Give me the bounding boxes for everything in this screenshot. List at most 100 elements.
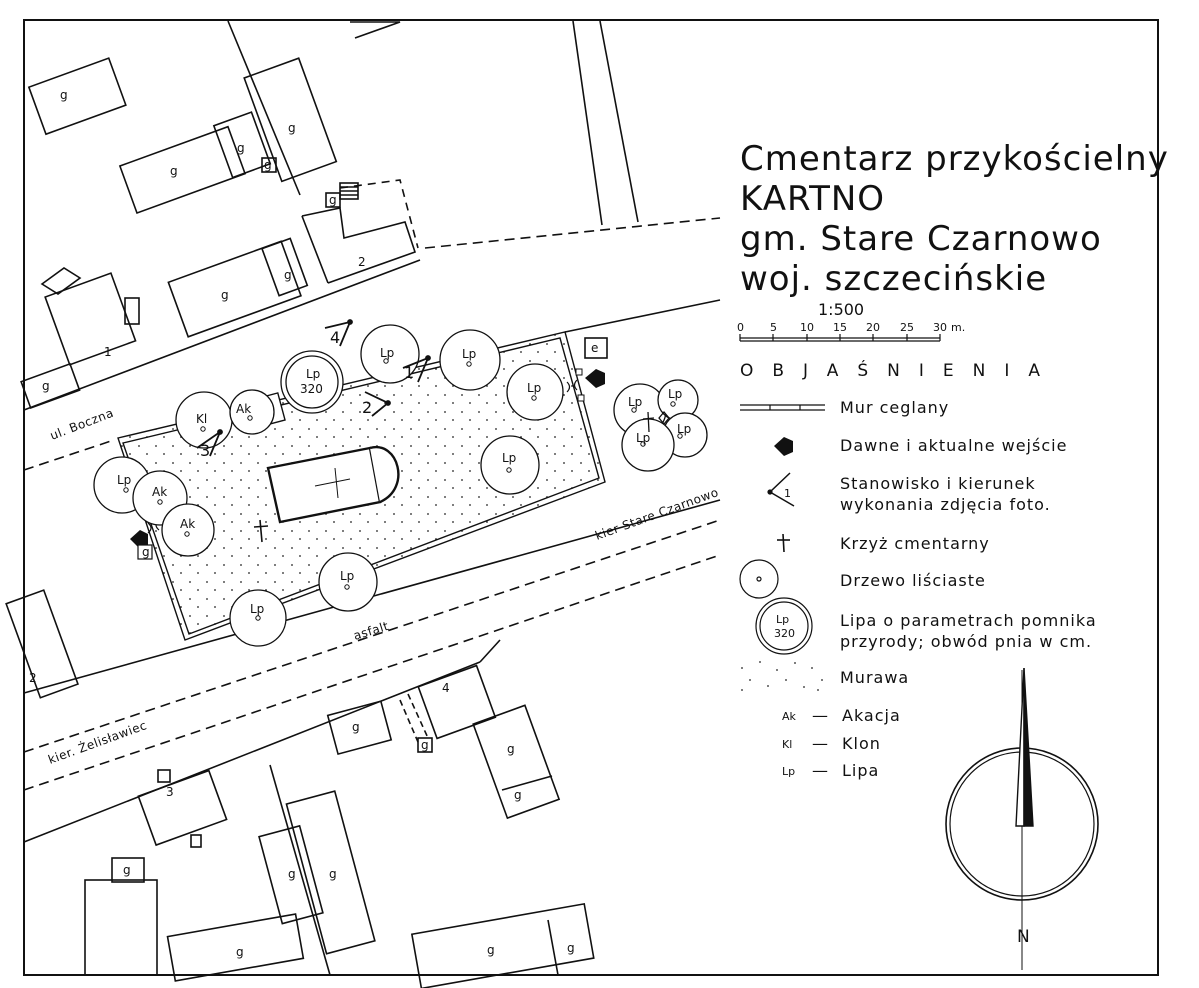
building-label: g	[329, 193, 337, 207]
building-label: g	[329, 867, 337, 881]
map-linework	[5, 20, 721, 988]
building	[212, 111, 272, 179]
legend-cross-icon	[777, 533, 790, 553]
street-label-zelislawiec: kier. Żelisławiec	[46, 717, 149, 767]
building	[410, 902, 595, 988]
abbr-dash: —	[812, 761, 829, 780]
building	[472, 704, 561, 820]
street-label-stare-czarnowo: kier Stare Czarnowo	[593, 485, 720, 543]
entrance-arrow	[130, 530, 148, 549]
tree	[480, 435, 540, 495]
tree-label: Lp	[380, 346, 394, 360]
road-edge	[23, 661, 481, 843]
church-cross	[334, 467, 339, 499]
building	[258, 824, 324, 925]
building	[261, 157, 277, 173]
legend-tree-icon	[739, 559, 779, 599]
street-edge	[572, 20, 603, 226]
building	[111, 857, 145, 883]
building-label: g	[567, 941, 575, 955]
church-apse	[369, 445, 400, 504]
building	[27, 57, 127, 136]
map-title-line3: gm. Stare Czarnowo	[740, 219, 1102, 259]
tree-trunks	[123, 358, 683, 621]
photo-station-number: 1	[404, 363, 414, 382]
building-label: g	[514, 788, 522, 802]
legend-label-cross: Krzyż cmentarny	[840, 534, 990, 553]
building	[326, 700, 393, 756]
building-labels: g g g g g g 2 g g 1 g e g 2 4 g g g g 3 …	[29, 88, 598, 959]
path	[399, 699, 419, 743]
street-edge	[564, 299, 721, 333]
cemetery	[117, 331, 606, 641]
yard-boundary	[339, 179, 419, 249]
building-label: g	[42, 379, 50, 393]
street-edge	[23, 259, 421, 411]
legend-label-monument-2: przyrody; obwód pnia w cm.	[840, 632, 1092, 651]
building-label: e	[591, 341, 598, 355]
legend-label-tree: Drzewo liściaste	[840, 571, 986, 590]
legend-monument-species: Lp	[776, 613, 789, 626]
map-title-line2: KARTNO	[740, 179, 885, 219]
building	[325, 192, 341, 208]
tree-label: Ak	[180, 517, 195, 531]
tree-label: Ak	[236, 402, 251, 416]
tree-label: Kl	[196, 412, 207, 426]
street-edge	[23, 439, 115, 471]
building	[350, 21, 401, 39]
road-edge	[23, 554, 721, 791]
abbr-code: Kl	[782, 738, 792, 751]
building	[167, 240, 302, 338]
wall-post	[577, 394, 585, 402]
abbr-name: Lipa	[842, 761, 879, 780]
legend-monument-girth: 320	[774, 627, 795, 640]
building	[20, 362, 81, 410]
tree-label: Lp	[340, 569, 354, 583]
wall-post	[575, 368, 583, 376]
scale-tick: 15	[833, 321, 847, 334]
building	[44, 272, 137, 366]
cemetery-cross	[253, 519, 269, 543]
abbr-code: Lp	[782, 765, 795, 778]
tree-label: Lp	[677, 422, 691, 436]
stairs	[190, 834, 202, 848]
tree-label: 320	[300, 382, 323, 396]
building-label: g	[487, 943, 495, 957]
scale-bar	[739, 334, 941, 342]
building	[285, 790, 376, 955]
street-edge	[424, 217, 721, 249]
building	[5, 589, 79, 699]
legend-symbols	[739, 404, 825, 655]
tree-label: Lp	[636, 431, 650, 445]
building	[137, 544, 153, 560]
street-edge	[599, 20, 639, 223]
entrance-arrow	[585, 369, 605, 388]
scale-tick: 20	[866, 321, 880, 334]
legend-heading: OBJAŚNIENIA	[740, 359, 1059, 381]
building	[417, 737, 433, 753]
building	[84, 879, 158, 976]
building-label: 2	[358, 255, 366, 269]
legend-label-wall: Mur ceglany	[840, 398, 949, 417]
street-label-boczna: ul. Boczna	[48, 406, 116, 443]
building	[260, 237, 309, 297]
building-label: 1	[104, 345, 112, 359]
tree-labels: Kl Ak Lp 320 Lp Lp Lp Lp Lp Ak Ak Lp Lp …	[117, 346, 691, 616]
path	[407, 693, 429, 739]
abbr-name: Akacja	[842, 706, 901, 725]
building	[137, 769, 228, 847]
legend-label-photo-2: wykonania zdjęcia foto.	[840, 495, 1051, 514]
scale-tick: 0	[737, 321, 744, 334]
scale-tick: 5	[770, 321, 777, 334]
road-edge	[23, 519, 721, 753]
photo-station-number: 4	[330, 328, 340, 347]
building-label: 3	[166, 785, 174, 799]
tree	[360, 324, 420, 384]
tree-label: Lp	[306, 367, 320, 381]
abbr-name: Klon	[842, 734, 881, 753]
building-label: g	[288, 867, 296, 881]
building-label: 2	[29, 671, 37, 685]
tree-label: Lp	[527, 381, 541, 395]
tree-label: Lp	[628, 395, 642, 409]
